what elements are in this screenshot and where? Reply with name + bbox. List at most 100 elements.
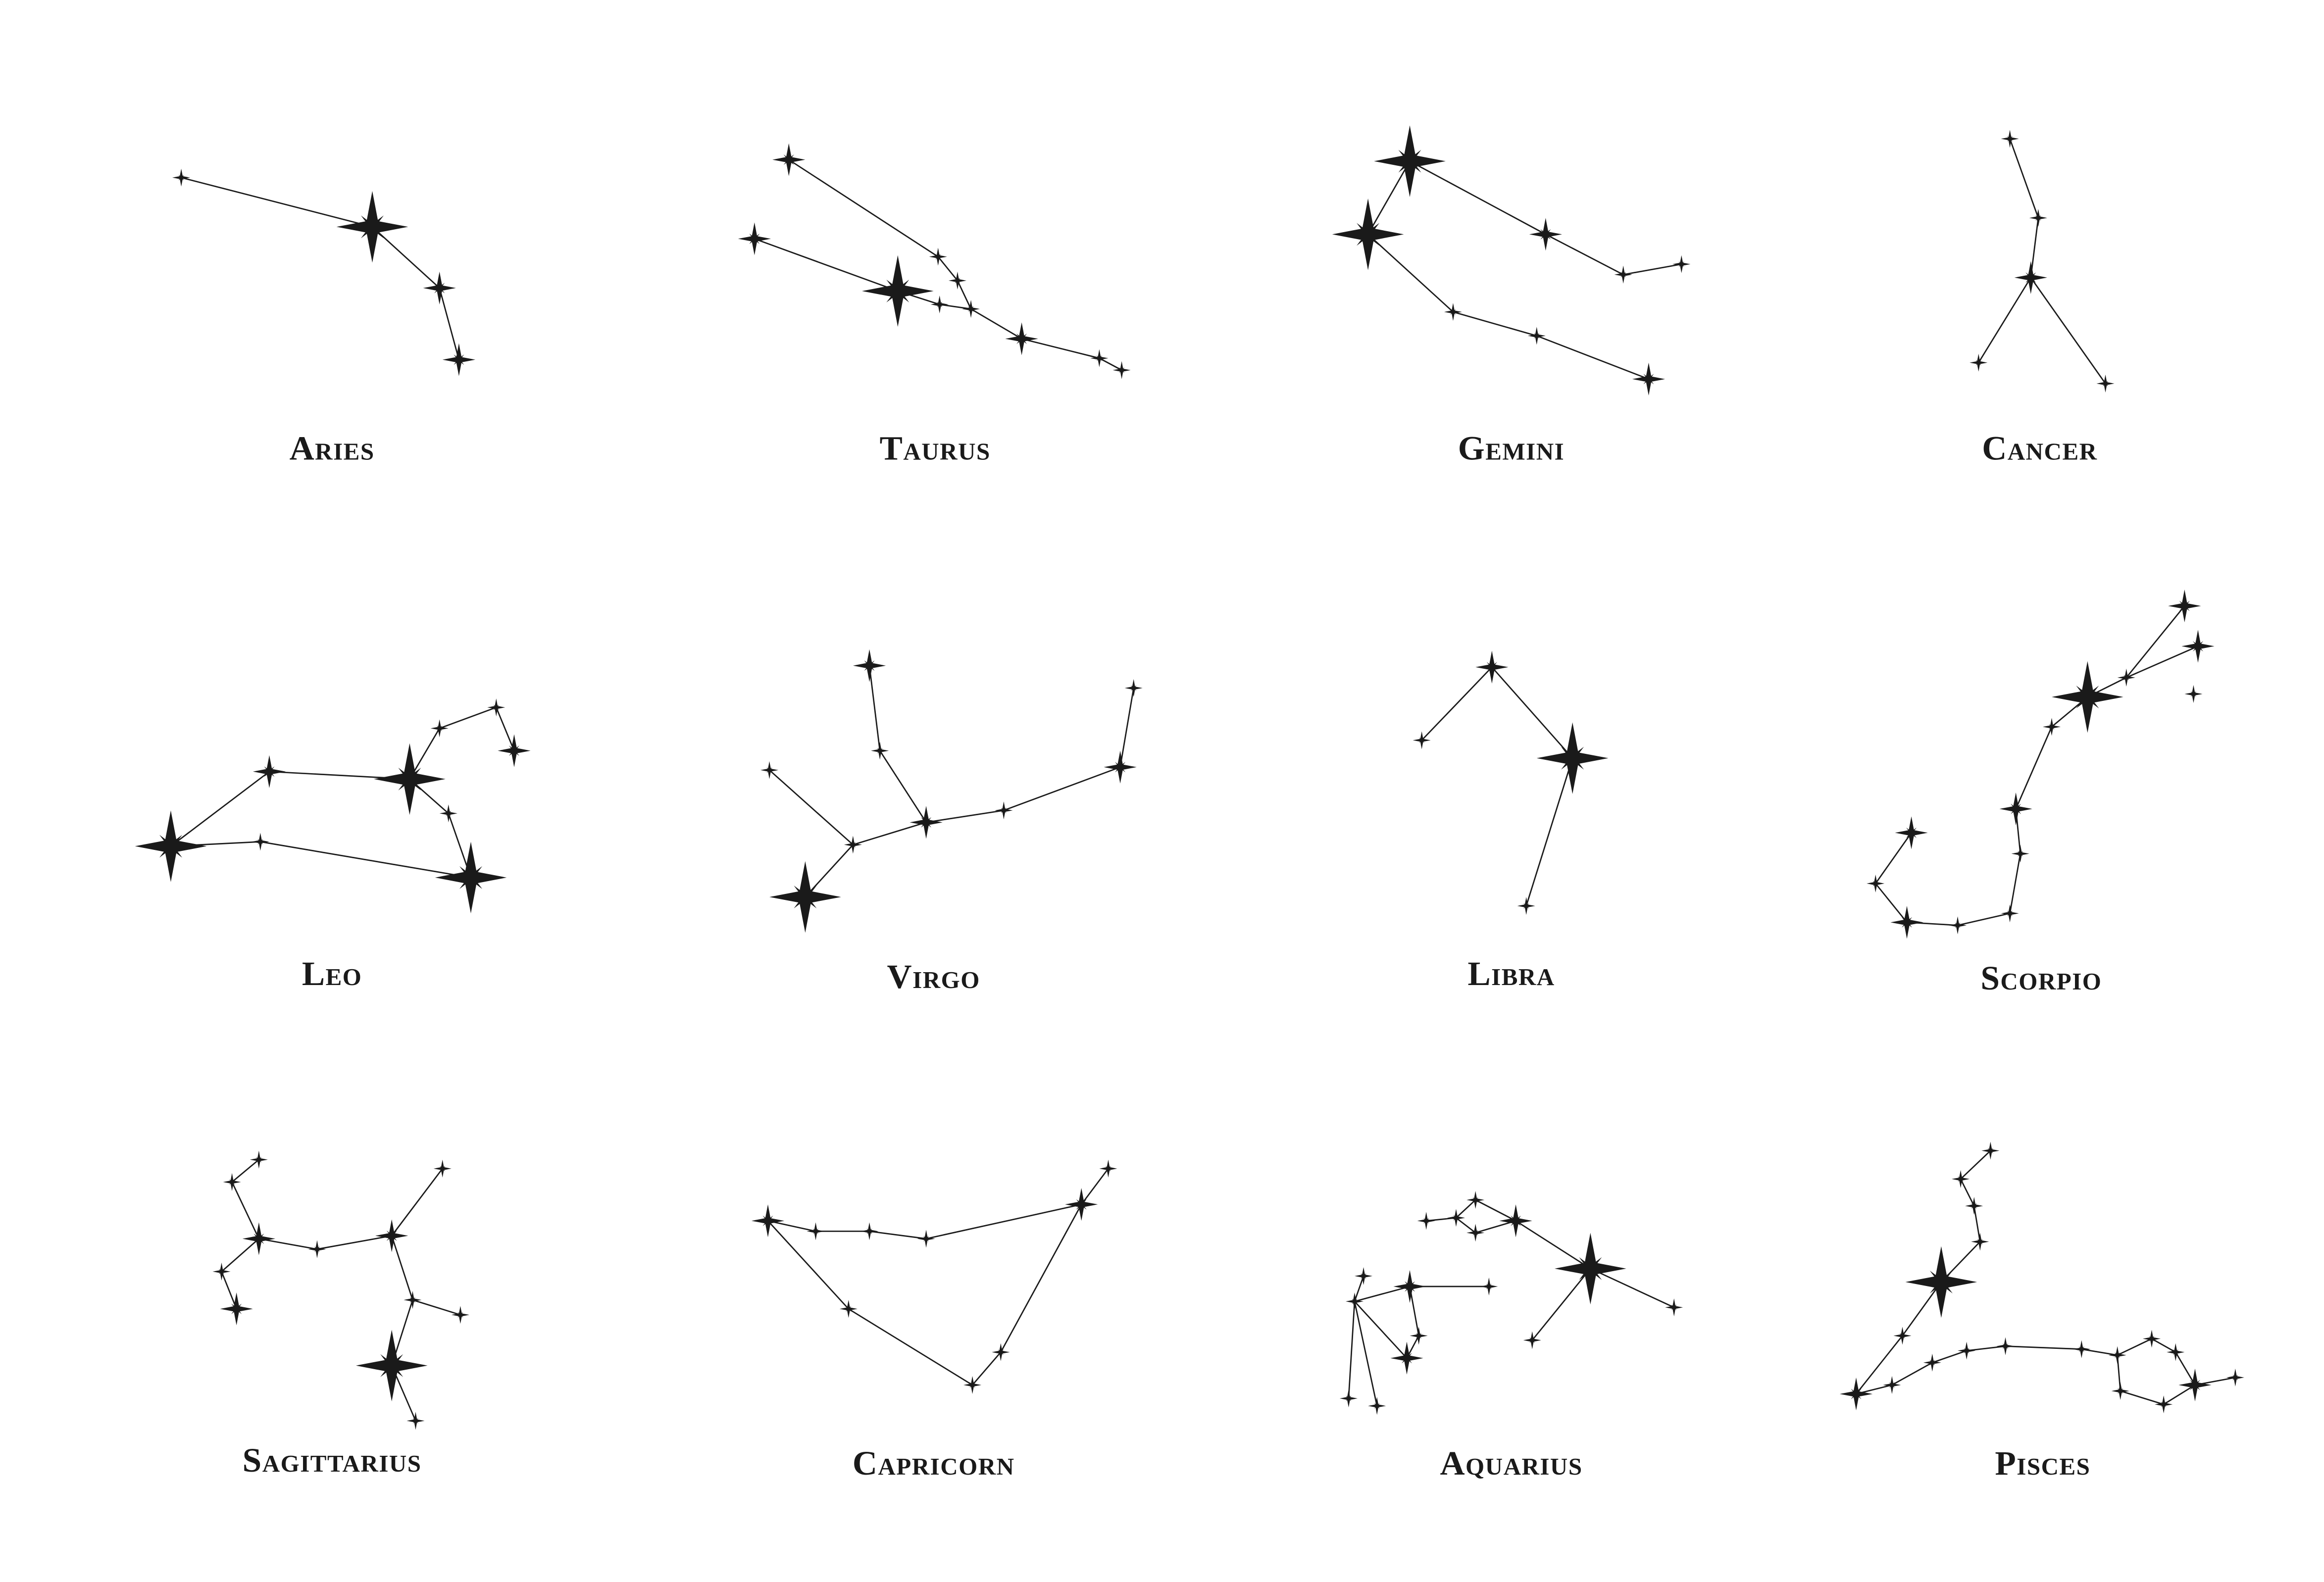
star-icon [242,1222,276,1255]
star-icon [1632,362,1666,396]
star-icon [251,833,269,851]
star-icon [2155,1395,2173,1414]
star-icon [1345,1292,1364,1311]
star-icon [1393,1270,1426,1303]
constellation-line [2030,277,2106,384]
star-icon [220,1292,253,1326]
constellation-leo: Leo [135,698,531,992]
star-icon [1614,265,1632,284]
constellation-label: Sagittarius [243,1441,422,1479]
star-icon [1499,1204,1532,1237]
star-icon [1883,1376,1901,1394]
star-icon [1466,1191,1485,1209]
star-icon [772,143,806,176]
constellation-sagittarius: Sagittarius [212,1150,469,1479]
constellation-line [2009,853,2021,914]
constellation-label: Pisces [1995,1444,2090,1482]
star-icon [2108,1346,2126,1364]
constellation-line [970,308,1022,340]
star-icon [430,719,449,738]
star-icon [1374,125,1446,197]
star-icon [2072,1340,2091,1358]
constellation-line [1354,1301,1408,1359]
star-icon [1527,327,1546,345]
constellation-line [1021,338,1100,359]
star-icon [1890,906,1923,939]
constellation-line [1354,1285,1410,1302]
constellation-line [1475,1220,1516,1234]
constellation-line [1409,160,1546,235]
constellation-line [767,1220,816,1232]
star-icon [948,271,967,290]
constellation-taurus: Taurus [738,143,1131,467]
star-icon [1895,816,1928,849]
star-icon [1124,679,1143,697]
constellation-line [221,1238,259,1272]
constellation-line [2009,138,2039,218]
star-icon [1339,1389,1358,1408]
star-icon [2014,261,2047,294]
constellation-line [1623,263,1682,276]
star-icon [2168,589,2201,623]
constellation-line [848,1308,973,1386]
star-icon [308,1240,326,1258]
star-icon [375,1219,408,1252]
star-icon [929,247,947,266]
constellation-line [1891,1362,1933,1386]
constellation-line [767,1220,849,1310]
constellation-line [1875,883,1908,923]
constellation-line [2117,1338,2152,1356]
constellation-label: Cancer [1982,429,2097,467]
star-icon [406,1412,425,1430]
star-icon [995,801,1013,820]
star-icon [1893,1327,1912,1345]
star-icon [498,734,531,767]
star-icon [2184,685,2203,703]
star-icon [355,1330,428,1402]
star-icon [2051,661,2123,733]
star-icon [861,255,934,327]
star-icon [769,861,841,933]
star-icon [909,806,943,839]
star-icon [2096,374,2115,393]
constellation-line [258,1238,317,1250]
star-icon [961,300,980,318]
star-icon [1951,1170,1970,1188]
star-icon [1517,897,1535,915]
star-icon [2001,130,2019,148]
star-icon [1529,218,1563,251]
star-icon [1005,322,1038,355]
constellation-line [1456,1217,1476,1234]
constellation-line [957,280,972,309]
star-icon [963,1376,982,1394]
star-icon [1970,353,1988,372]
star-icon [442,343,476,376]
star-icon [2167,1343,2185,1361]
star-icon [1444,303,1463,321]
star-icon [2178,1368,2212,1402]
constellation-line [2120,1390,2164,1405]
constellation-capricorn: Capricorn [751,1159,1117,1482]
star-icon [760,761,779,779]
constellation-line [2151,1338,2176,1353]
constellation-line [496,707,515,751]
star-icon [1971,1233,1989,1251]
constellation-line [1966,1345,2006,1352]
constellation-line [1590,1268,1674,1308]
star-icon [1475,650,1509,684]
constellation-line [260,841,471,879]
constellation-line [788,159,939,257]
constellation-line [1348,1301,1356,1399]
star-icon [1948,916,1967,935]
constellation-line [1973,1205,1981,1242]
constellation-aries: Aries [172,168,476,467]
constellation-line [170,771,270,847]
constellation-gemini: Gemini [1332,125,1691,467]
constellation-line [1003,766,1121,811]
star-icon [1996,1337,2015,1355]
constellation-line [2081,1348,2118,1356]
constellation-line [1491,666,1573,759]
star-icon [212,1262,231,1281]
constellation-line [869,1231,926,1239]
